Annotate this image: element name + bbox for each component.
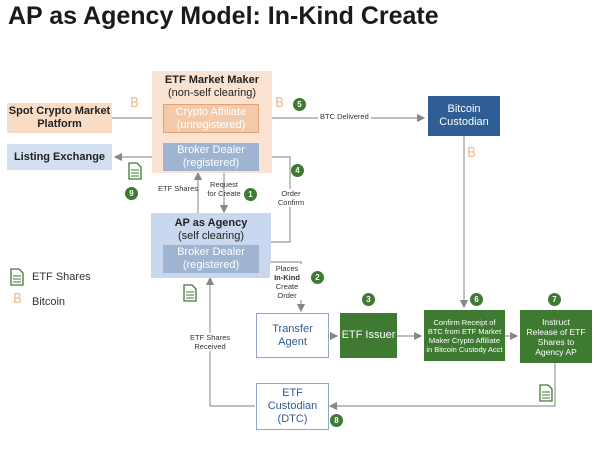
transfer-agent-box: Transfer Agent	[256, 313, 329, 358]
order-confirm-label: Order Confirm	[276, 189, 306, 207]
order-label-line2: Confirm	[277, 198, 305, 207]
legend-bitcoin-icon: B	[13, 292, 22, 307]
step-badge-9: 9	[125, 187, 138, 200]
places-label-line1: Places	[275, 264, 299, 273]
ap-agency-subtitle: (self clearing)	[177, 230, 245, 242]
etf-shares-edge-label: ETF Shares	[158, 184, 199, 193]
bitcoin-icon: B	[130, 96, 139, 111]
etf-shares-document-icon	[128, 162, 142, 180]
spot-crypto-platform-box: Spot Crypto Market Platform	[7, 103, 112, 133]
step-badge-3: 3	[362, 293, 375, 306]
confirm-receipt-line3: Maker Crypto Affiliate	[428, 335, 501, 345]
spot-platform-line2: Platform	[37, 118, 82, 130]
broker-dealer-ap-box: Broker Dealer (registered)	[163, 245, 259, 273]
broker-dealer-mm-line2: (registered)	[182, 157, 240, 169]
broker-dealer-ap-line1: Broker Dealer	[177, 246, 245, 258]
etf-market-maker-subtitle: (non-self clearing)	[167, 87, 257, 99]
legend-etf-shares-label: ETF Shares	[32, 271, 91, 283]
bitcoin-icon: B	[467, 146, 476, 161]
step-badge-7: 7	[548, 293, 561, 306]
instruct-release-box: Instruct Release of ETF Shares to Agency…	[520, 310, 592, 363]
request-label-line1: Request	[210, 180, 238, 189]
confirm-receipt-box: Confirm Receipt of BTC from ETF Market M…	[424, 310, 505, 361]
broker-dealer-mm-box: Broker Dealer (registered)	[163, 143, 259, 171]
request-label-line2: for Create	[207, 189, 241, 198]
places-order-label: Places In-Kind Create Order	[270, 264, 304, 300]
broker-dealer-ap-line2: (registered)	[182, 259, 240, 271]
confirm-receipt-line1: Confirm Receipt of	[433, 317, 496, 327]
crypto-affiliate-line1: Crypto Affiliate	[175, 105, 247, 118]
etf-shares-document-icon	[539, 384, 553, 402]
request-create-label: Request for Create	[204, 180, 244, 198]
instruct-release-line4: Agency AP	[535, 346, 577, 357]
shares-received-line2: Received	[194, 342, 226, 351]
bitcoin-custodian-line2: Custodian	[439, 116, 489, 128]
instruct-release-line1: Instruct	[542, 316, 570, 327]
transfer-agent-line2: Agent	[278, 335, 307, 348]
step-badge-8: 8	[330, 414, 343, 427]
broker-dealer-mm-line1: Broker Dealer	[177, 144, 245, 156]
btc-delivered-label: BTC Delivered	[318, 112, 371, 121]
ap-agency-title: AP as Agency	[174, 217, 248, 229]
etf-custodian-box: ETF Custodian (DTC)	[256, 383, 329, 430]
shares-received-label: ETF Shares Received	[188, 333, 232, 351]
shares-received-line1: ETF Shares	[189, 333, 230, 342]
transfer-agent-line1: Transfer	[272, 322, 313, 335]
step-badge-6: 6	[470, 293, 483, 306]
bitcoin-custodian-box: Bitcoin Custodian	[428, 96, 500, 136]
page-title: AP as Agency Model: In-Kind Create	[8, 2, 439, 30]
etf-shares-document-icon	[183, 284, 197, 302]
crypto-affiliate-line2: (unregistered)	[176, 118, 246, 131]
bitcoin-custodian-line1: Bitcoin	[447, 103, 481, 115]
instruct-release-line2: Release of ETF	[526, 326, 586, 337]
step-badge-4: 4	[291, 164, 304, 177]
confirm-receipt-line2: BTC from ETF Market	[427, 326, 502, 336]
confirm-receipt-line4: in Bitcoin Custody Acct	[426, 344, 503, 354]
etf-market-maker-title: ETF Market Maker	[164, 74, 260, 86]
places-label-line3: Create	[275, 282, 299, 291]
legend-document-icon	[10, 268, 24, 286]
step-badge-1: 1	[244, 188, 257, 201]
etf-issuer-label: ETF Issuer	[341, 329, 396, 341]
crypto-affiliate-box: Crypto Affiliate (unregistered)	[163, 104, 259, 133]
listing-exchange-label: Listing Exchange	[13, 150, 106, 163]
step-badge-5: 5	[293, 98, 306, 111]
order-label-line1: Order	[281, 189, 301, 198]
instruct-release-line3: Shares to	[537, 336, 575, 347]
step-badge-2: 2	[311, 271, 324, 284]
listing-exchange-box: Listing Exchange	[7, 144, 112, 170]
bitcoin-icon: B	[275, 96, 284, 111]
spot-platform-line1: Spot Crypto Market	[8, 105, 111, 117]
places-label-line2: In-Kind	[274, 273, 300, 282]
etf-custodian-line1: ETF	[282, 387, 303, 399]
etf-custodian-line3: (DTC)	[277, 413, 308, 425]
places-label-line4: Order	[277, 291, 297, 300]
etf-issuer-box: ETF Issuer	[340, 313, 397, 358]
etf-custodian-line2: Custodian	[267, 400, 318, 412]
legend-bitcoin-label: Bitcoin	[32, 296, 66, 308]
